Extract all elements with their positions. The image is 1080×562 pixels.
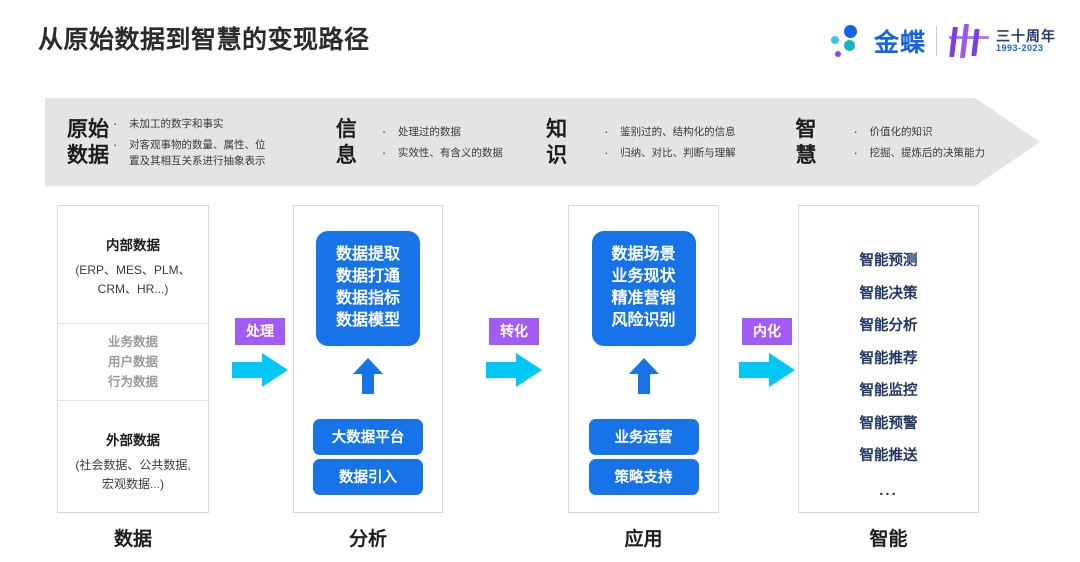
data-type-item: 业务数据 [107,334,158,349]
data-type-item: 用户数据 [107,354,158,369]
list-item: 智能分析 [859,318,918,334]
banner-bullet-text: 对客观事物的数量、属性、位 置及其相互关系进行抽象表示 [129,139,266,167]
arrow-right-icon [232,353,288,387]
banner-stage-knowledge: 知 识 · 鉴别过的、结构化的信息 · 归纳、对比、判断与理解 [546,98,795,186]
banner-bullet-text: 价值化的知识 [869,125,933,138]
bullet-icon: · [381,145,387,160]
card-application: 数据场景 业务现状 精准营销 风险识别 业务运营 策略支持 [568,205,719,513]
external-data-sources: (社会数据、公共数据, 宏观数据...) [75,458,191,491]
banner-stage-raw-data: 原始 数据 · 未加工的数字和事实 · 对客观事物的数量、属性、位 置及其相互关… [45,98,336,186]
connector-internalize: 内化 [731,318,803,387]
bullet-icon: · [113,137,118,153]
banner-bullet-text: 处理过的数据 [397,125,461,138]
banner-bullet-text: 实效性、有含义的数据 [397,147,503,159]
banner-stage-heading: 智 慧 [795,118,817,167]
analysis-platform-pill[interactable]: 大数据平台 [313,419,423,455]
application-scenarios-box: 数据场景 业务现状 精准营销 风险识别 [591,231,696,347]
anniversary-label: 三十周年 [996,27,1056,44]
banner-bullet-text: 鉴别过的、结构化的信息 [620,125,736,138]
connector-label: 处理 [235,318,285,345]
banner-stage-heading: 原始 数据 [67,118,109,167]
banner-stage-information: 信 息 · 处理过的数据 · 实效性、有含义的数据 [336,98,546,186]
brand-name: 金蝶 [873,29,926,57]
bullet-icon: · [113,116,118,132]
connector-transform: 转化 [478,318,550,387]
bullet-icon: · [853,145,858,160]
column-footer-application: 应用 [624,529,663,550]
list-item: 智能预警 [859,415,918,432]
page-title: 从原始数据到智慧的变现路径 [38,26,370,54]
bullet-icon: · [604,123,609,139]
column-footer-analysis: 分析 [348,529,387,550]
bullet-icon: · [604,145,609,160]
card-analysis: 数据提取 数据打通 数据指标 数据模型 大数据平台 数据引入 [293,205,443,513]
maturity-banner: 原始 数据 · 未加工的数字和事实 · 对客观事物的数量、属性、位 置及其相互关… [45,98,1040,186]
bullet-icon: · [381,123,387,139]
connector-label: 内化 [742,318,792,345]
connector-label: 转化 [489,318,539,345]
analysis-capabilities-box: 数据提取 数据打通 数据指标 数据模型 [316,231,420,347]
logo-divider [936,26,937,56]
application-strategy-pill[interactable]: 策略支持 [588,459,699,495]
external-data-title: 外部数据 [106,433,160,448]
data-types-section: 业务数据 用户数据 行为数据 [58,323,208,401]
anniversary-mark-icon [947,24,989,58]
arrow-right-icon [739,353,795,387]
anniversary-years: 1993-2023 [996,42,1044,53]
connector-process: 处理 [224,318,296,387]
banner-stage-heading: 信 息 [335,118,357,167]
internal-data-sources: (ERP、MES、PLM、 CRM、HR...) [75,263,191,296]
external-data-section: 外部数据 (社会数据、公共数据, 宏观数据...) [58,401,208,512]
internal-data-title: 内部数据 [106,238,160,253]
list-item: 智能预测 [859,253,918,269]
bullet-icon: · [853,123,858,139]
column-footer-intelligence: 智能 [869,529,908,550]
banner-bullet-text: 挖掘、提炼后的决策能力 [869,147,986,159]
kingdee-dots-icon [830,24,864,58]
card-data: 内部数据 (ERP、MES、PLM、 CRM、HR...) 业务数据 用户数据 … [57,205,209,513]
arrow-up-icon [351,358,385,394]
card-intelligence: 智能预测 智能决策 智能分析 智能推荐 智能监控 智能预警 智能推送 ... [798,205,979,513]
column-footer-data: 数据 [113,529,152,550]
list-ellipsis: ... [879,481,898,499]
list-item: 智能决策 [859,285,918,302]
analysis-ingest-pill[interactable]: 数据引入 [313,459,423,495]
arrow-right-icon [486,353,542,387]
banner-stage-wisdom: 智 慧 · 价值化的知识 · 挖掘、提炼后的决策能力 [796,98,1040,186]
banner-bullet-text: 归纳、对比、判断与理解 [620,147,736,159]
anniversary-badge: 三十周年 1993-2023 [947,24,1056,58]
list-item: 智能监控 [859,383,918,399]
list-item: 智能推荐 [859,350,918,367]
arrow-up-icon [627,358,661,394]
application-operations-pill[interactable]: 业务运营 [588,419,699,455]
banner-bullet-text: 未加工的数字和事实 [129,118,224,131]
internal-data-section: 内部数据 (ERP、MES、PLM、 CRM、HR...) [58,206,208,323]
intelligence-list: 智能预测 智能决策 智能分析 智能推荐 智能监控 智能预警 智能推送 ... [799,206,978,499]
list-item: 智能推送 [859,448,918,464]
kingdee-logo: 金蝶 三十周年 1993-2023 [830,20,1056,62]
data-type-item: 行为数据 [107,374,158,389]
banner-stage-heading: 知 识 [546,118,568,167]
